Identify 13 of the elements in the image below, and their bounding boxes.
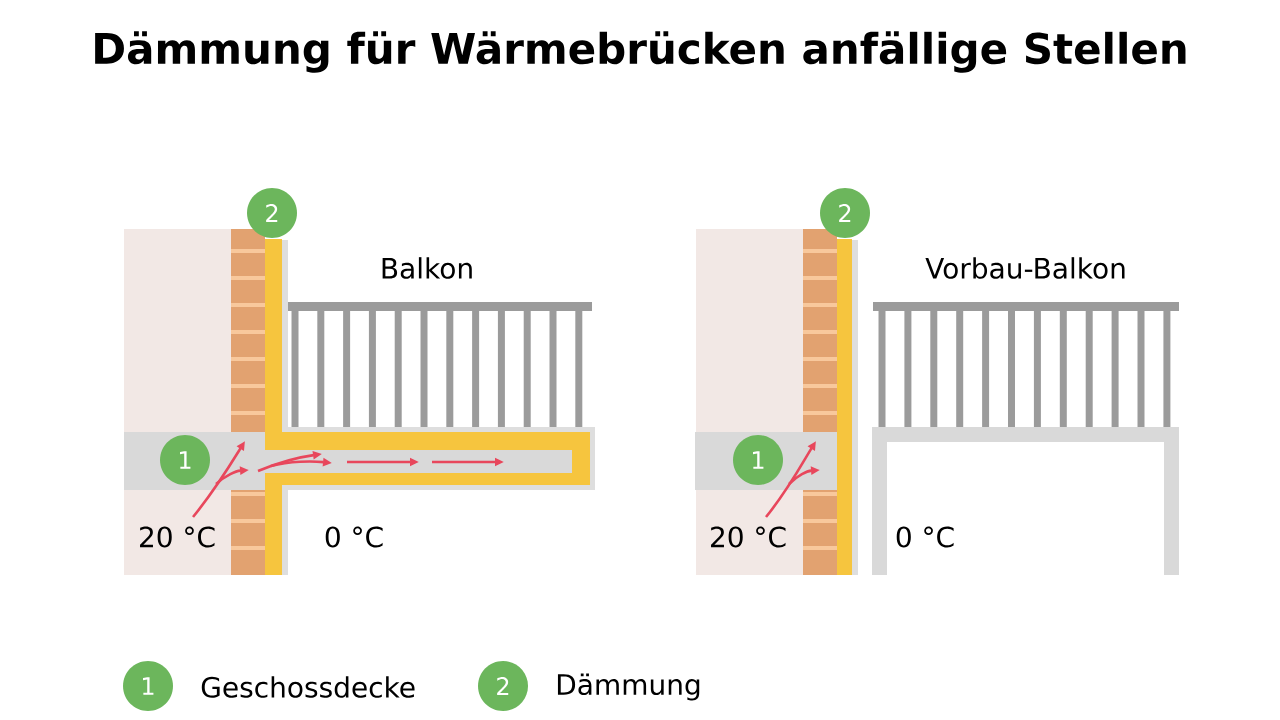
title: Dämmung für Wärmebrücken anfällige Stellen [95, 31, 1186, 73]
balcony-label: Vorbau-Balkon [925, 257, 1125, 279]
legend-text: Geschossdecke [201, 676, 415, 698]
temperature-label: 0 °C [325, 526, 383, 548]
callout-number: 1 [160, 435, 210, 485]
callout-number: 2 [247, 188, 297, 238]
callout-number: 2 [820, 188, 870, 238]
insulation-layer [837, 239, 852, 575]
key-number: 1 [123, 661, 173, 711]
key-number: 2 [478, 661, 528, 711]
callout-number: 1 [733, 435, 783, 485]
temperature-label: 20 °C [711, 526, 786, 548]
legend-text: Dämmung [557, 673, 700, 701]
